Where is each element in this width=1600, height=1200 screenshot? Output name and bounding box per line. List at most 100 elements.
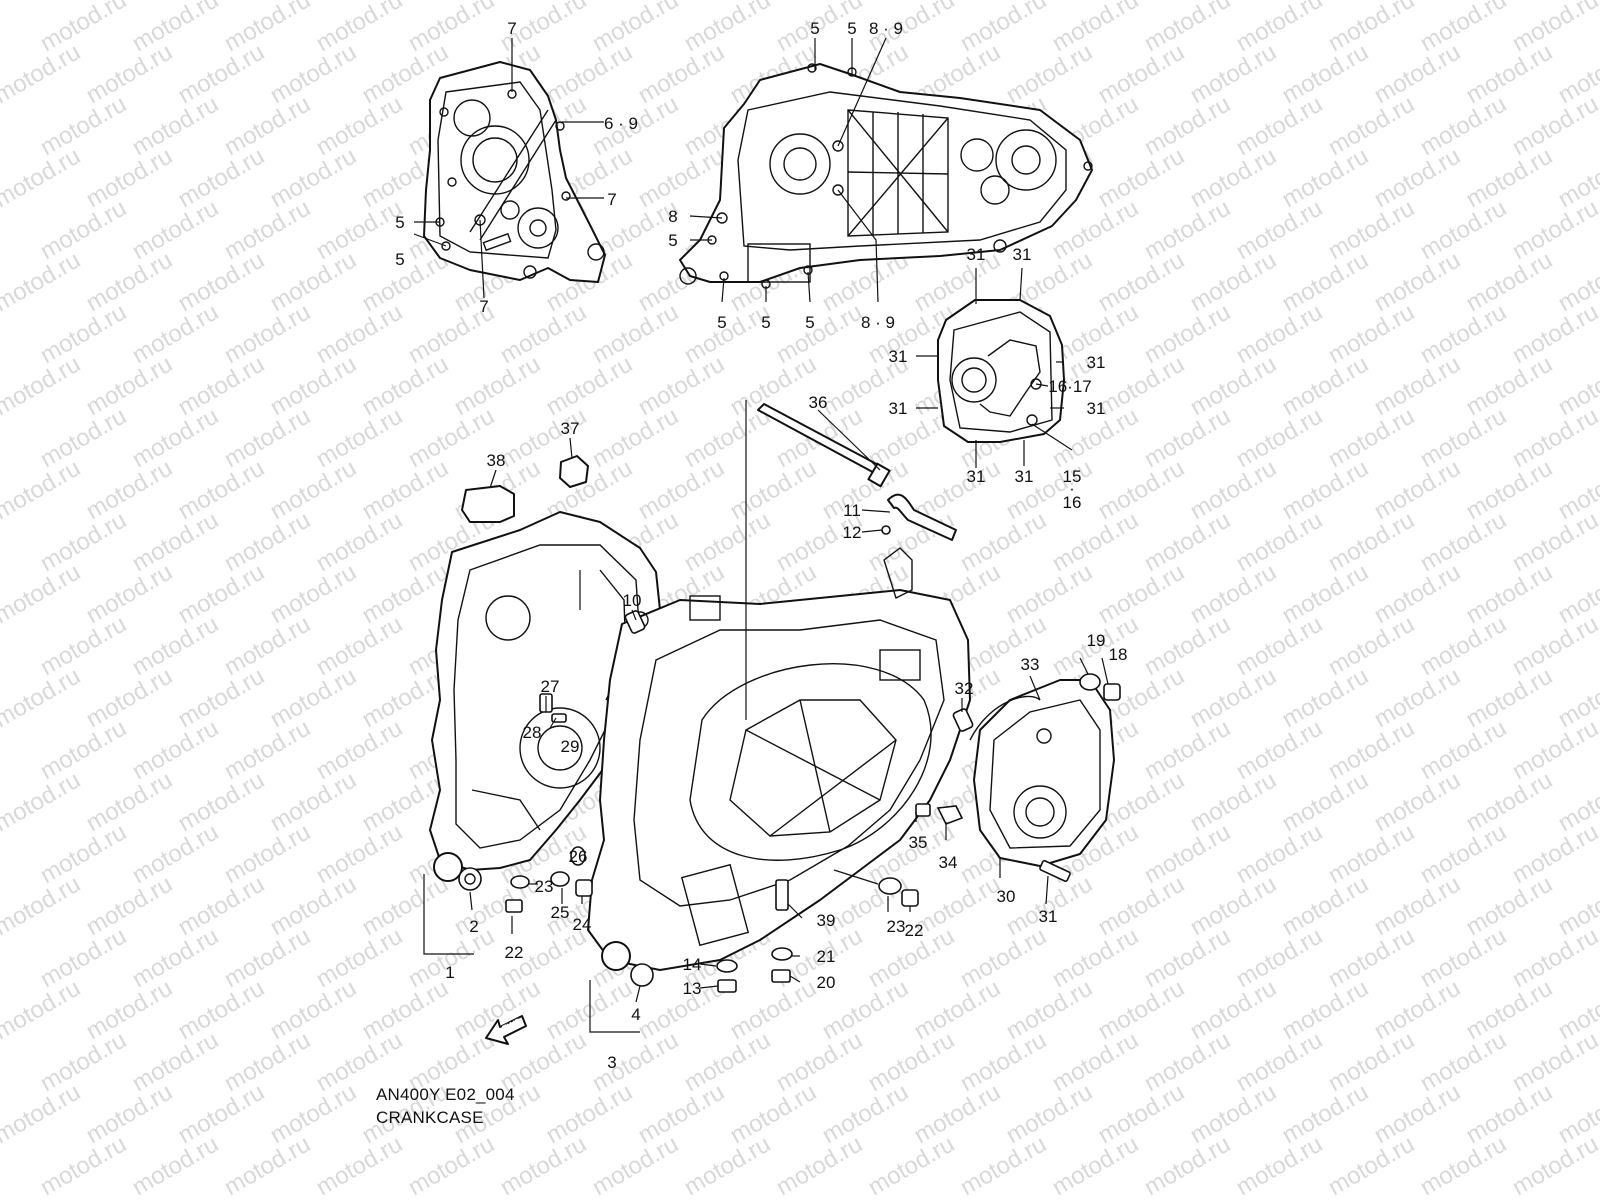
watermark-text: motod.ru: [220, 90, 316, 161]
part-callout-label: 37: [561, 419, 580, 438]
watermark-text: motod.ru: [1508, 610, 1600, 681]
watermark-text: motod.ru: [1094, 38, 1190, 109]
watermark-text: motod.ru: [1462, 1078, 1558, 1149]
watermark-text: motod.ru: [1140, 298, 1236, 369]
part-callout-label: 13: [683, 979, 702, 998]
watermark-text: motod.ru: [0, 350, 85, 421]
watermark-text: motod.ru: [128, 194, 224, 265]
watermark-text: motod.ru: [312, 194, 408, 265]
watermark-text: motod.ru: [0, 558, 85, 629]
watermark-text: motod.ru: [404, 922, 500, 993]
watermark-text: motod.ru: [956, 1130, 1052, 1200]
watermark-text: motod.ru: [266, 662, 362, 733]
watermark-text: motod.ru: [956, 0, 1052, 57]
part-callout-label: ·: [1069, 479, 1075, 498]
breather-hose: [887, 493, 957, 541]
watermark-text: motod.ru: [634, 142, 730, 213]
watermark-text: motod.ru: [404, 402, 500, 473]
watermark-text: motod.ru: [220, 922, 316, 993]
watermark-text: motod.ru: [0, 246, 85, 317]
part-callout-label: 22: [905, 921, 924, 940]
watermark-text: motod.ru: [1278, 38, 1374, 109]
part-callout-label: 1: [445, 963, 454, 982]
watermark-text: motod.ru: [174, 350, 270, 421]
watermark-text: motod.ru: [128, 1026, 224, 1097]
watermark-text: motod.ru: [1370, 1078, 1466, 1149]
watermark-text: motod.ru: [1370, 246, 1466, 317]
watermark-text: motod.ru: [1002, 974, 1098, 1045]
watermark-text: motod.ru: [82, 662, 178, 733]
part-callout-label: 7: [607, 190, 616, 209]
watermark-text: motod.ru: [1186, 974, 1282, 1045]
watermark-text: motod.ru: [1278, 974, 1374, 1045]
watermark-text: motod.ru: [174, 662, 270, 733]
part-callout-label: 8 · 9: [861, 313, 895, 332]
part-callout-label: 24: [573, 915, 592, 934]
watermark-text: motod.ru: [266, 350, 362, 421]
watermark-text: motod.ru: [1324, 194, 1420, 265]
watermark-text: motod.ru: [1048, 0, 1144, 57]
watermark-text: motod.ru: [726, 454, 822, 525]
part-callout-label: 27: [541, 677, 560, 696]
watermark-text: motod.ru: [1002, 1078, 1098, 1149]
watermark-text: motod.ru: [1370, 350, 1466, 421]
watermark-text: motod.ru: [1370, 558, 1466, 629]
part-callout-label: 31: [1087, 353, 1106, 372]
clutch-cover: [679, 63, 1093, 289]
watermark-text: motod.ru: [1324, 922, 1420, 993]
part-callout-label: 14: [683, 955, 702, 974]
part-callout-label: 31: [967, 245, 986, 264]
watermark-text: motod.ru: [36, 1130, 132, 1200]
gear-case-cover: [937, 299, 1065, 443]
part-callout-label: 31: [1013, 245, 1032, 264]
watermark-text: motod.ru: [0, 974, 85, 1045]
watermark-text: motod.ru: [174, 870, 270, 941]
part-callout-label: 36: [809, 393, 828, 412]
part-callout-label: 12: [843, 523, 862, 542]
watermark-text: motod.ru: [1278, 246, 1374, 317]
watermark-text: motod.ru: [1002, 454, 1098, 525]
watermark-text: motod.ru: [1140, 506, 1236, 577]
watermark-text: motod.ru: [864, 1130, 960, 1200]
part-callout-label: 5: [810, 19, 819, 38]
watermark-text: motod.ru: [36, 402, 132, 473]
watermark-text: motod.ru: [266, 454, 362, 525]
watermark-text: motod.ru: [1140, 610, 1236, 681]
watermark-text: motod.ru: [1048, 506, 1144, 577]
watermark-text: motod.ru: [36, 1026, 132, 1097]
watermark-text: motod.ru: [1416, 714, 1512, 785]
watermark-text: motod.ru: [1508, 818, 1600, 889]
watermark-text: motod.ru: [1462, 350, 1558, 421]
part-callout-label: 30: [997, 887, 1016, 906]
watermark-text: motod.ru: [634, 350, 730, 421]
watermark-text: motod.ru: [128, 298, 224, 369]
watermark-text: motod.ru: [1416, 402, 1512, 473]
part-callout-label: 31: [889, 399, 908, 418]
part-callout-label: 31: [967, 467, 986, 486]
watermark-text: motod.ru: [128, 90, 224, 161]
watermark-text: motod.ru: [1140, 0, 1236, 57]
watermark-text: motod.ru: [1508, 1026, 1600, 1097]
part-callout-label: 5: [761, 313, 770, 332]
part-callout-label: 31: [1015, 467, 1034, 486]
watermark-text: motod.ru: [772, 1130, 868, 1200]
watermark-text: motod.ru: [220, 0, 316, 57]
watermark-text: motod.ru: [174, 974, 270, 1045]
watermark-text: motod.ru: [1140, 194, 1236, 265]
watermark-text: motod.ru: [358, 558, 454, 629]
part-callout-label: 7: [479, 297, 488, 316]
watermark-text: motod.ru: [1140, 714, 1236, 785]
part-callout-label: 5: [668, 231, 677, 250]
part-callout-label: 25: [551, 903, 570, 922]
watermark-text: motod.ru: [220, 506, 316, 577]
watermark-text: motod.ru: [680, 298, 776, 369]
watermark-text: motod.ru: [496, 298, 592, 369]
part-callout-label: 32: [955, 679, 974, 698]
watermark-text: motod.ru: [1462, 870, 1558, 941]
watermark-text: motod.ru: [1324, 1026, 1420, 1097]
watermark-text: motod.ru: [1048, 1026, 1144, 1097]
watermark-text: motod.ru: [266, 1078, 362, 1149]
watermark-text: motod.ru: [1232, 402, 1328, 473]
watermark-text: motod.ru: [36, 818, 132, 889]
part-callout-label: 3: [607, 1053, 616, 1072]
